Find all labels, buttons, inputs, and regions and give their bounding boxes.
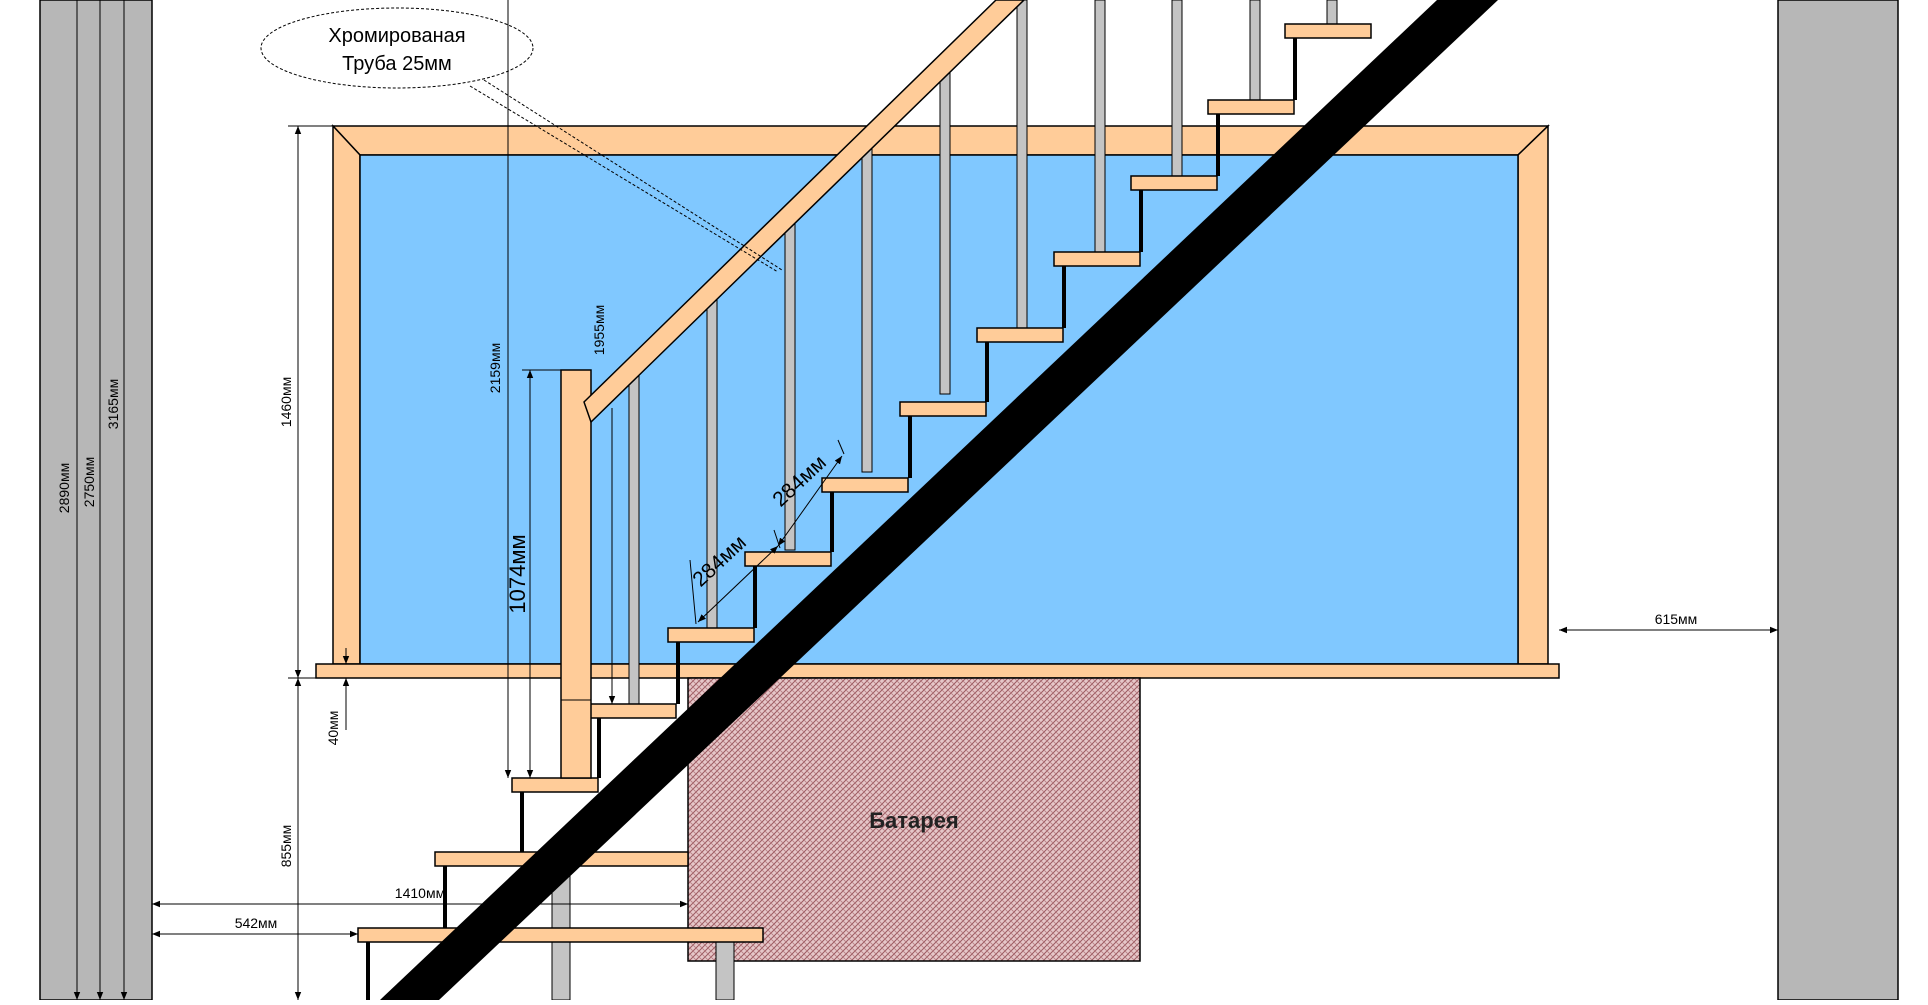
dim-sill-height: 855мм xyxy=(278,825,294,868)
tread xyxy=(1284,23,1372,39)
tread xyxy=(976,327,1064,343)
tread xyxy=(667,627,755,643)
radiator: Батарея xyxy=(687,677,1141,962)
dimension-lines xyxy=(73,0,1778,1000)
tread xyxy=(1130,175,1218,191)
tread xyxy=(357,927,764,943)
callout-line1: Хромированая xyxy=(328,25,465,47)
radiator-label: Батарея xyxy=(869,808,959,833)
tread xyxy=(744,551,832,567)
dim-offset-1410: 1410мм xyxy=(395,885,445,901)
stringer xyxy=(380,0,1498,1000)
tread xyxy=(511,777,599,793)
right-wall xyxy=(1777,0,1899,1001)
window-sill xyxy=(315,663,1560,679)
tread xyxy=(1053,251,1141,267)
tread xyxy=(589,703,677,719)
dim-post-height: 1074мм xyxy=(505,534,530,613)
dim-offset-542: 542мм xyxy=(235,915,278,931)
pipe-callout: Хромированая Труба 25мм xyxy=(260,7,783,273)
callout-line2: Труба 25мм xyxy=(342,53,452,75)
tread xyxy=(899,401,987,417)
tread xyxy=(821,477,909,493)
handrail xyxy=(583,0,1026,424)
dim-wall-2750: 2750мм xyxy=(81,457,97,507)
tread xyxy=(1207,99,1295,115)
dim-sill-thickness: 40мм xyxy=(325,711,341,746)
dim-window-height: 1460мм xyxy=(278,377,294,427)
dim-wall-2890: 2890мм xyxy=(56,463,72,513)
newel-post xyxy=(560,369,592,779)
dim-rail-1955: 1955мм xyxy=(591,305,607,355)
dim-gap-right: 615мм xyxy=(1655,611,1698,627)
dim-rail-2159: 2159мм xyxy=(487,343,503,393)
dim-wall-3165: 3165мм xyxy=(105,379,121,429)
